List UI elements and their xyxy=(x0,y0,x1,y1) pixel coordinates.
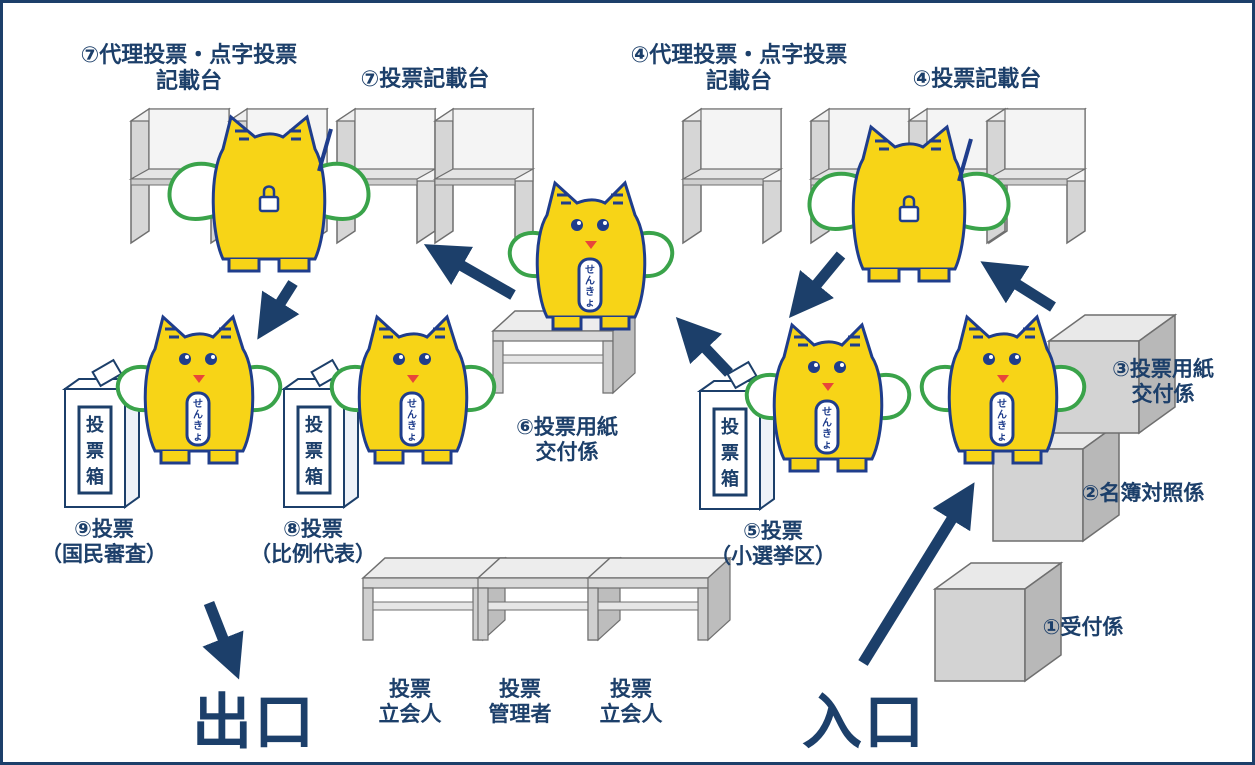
label-booth-7-special: ⑦代理投票・点字投票記載台 xyxy=(80,43,298,94)
label-booth-7: ⑦投票記載台 xyxy=(360,67,490,92)
floor-plan-art: 投 票 箱 せ ん き ょ xyxy=(63,108,1176,682)
label-manager: 投票管理者 xyxy=(488,677,552,726)
booth-7 xyxy=(434,108,534,244)
label-booth-4: ④投票記載台 xyxy=(912,67,1042,92)
label-step-3: ③投票用紙交付係 xyxy=(1112,357,1214,406)
label-step-6: ⑥投票用紙交付係 xyxy=(516,415,618,464)
label-entrance: 入口 xyxy=(802,688,926,758)
label-exit: 出口 xyxy=(192,688,316,758)
label-witness-left: 投票立会人 xyxy=(378,677,442,726)
label-step-9: ⑨投票（国民審査） xyxy=(41,517,167,566)
mascot-at-desk-6 xyxy=(507,181,675,331)
ballot-paper-icon xyxy=(726,360,758,390)
ballot-paper-icon xyxy=(91,358,123,388)
label-booth-4-special: ④代理投票・点字投票記載台 xyxy=(630,43,848,94)
label-step-8: ⑧投票（比例代表） xyxy=(250,517,376,566)
mascot-voting-9 xyxy=(115,315,283,465)
arrow-icon xyxy=(202,244,1056,680)
label-step-5: ⑤投票（小選挙区） xyxy=(710,519,836,568)
ballot-paper-icon xyxy=(310,358,342,388)
label-step-1: ①受付係 xyxy=(1042,615,1124,639)
label-step-2: ②名簿対照係 xyxy=(1081,481,1205,505)
booth-4-special xyxy=(682,108,782,244)
label-witness-right: 投票立会人 xyxy=(599,677,663,726)
